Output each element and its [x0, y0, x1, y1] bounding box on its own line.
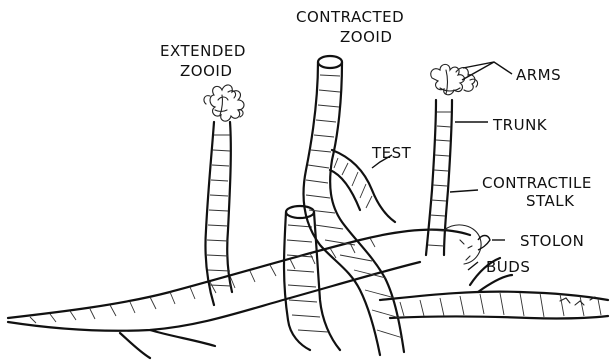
- label-contractile-line1: CONTRACTILE: [482, 174, 592, 192]
- label-contractile-line2: STALK: [526, 192, 575, 210]
- label-buds: BUDS: [486, 258, 530, 276]
- label-arms: ARMS: [516, 66, 561, 84]
- label-extended-zooid-line2: ZOOID: [180, 62, 232, 80]
- contracted-zooid: [304, 56, 404, 355]
- right-zooid: [426, 64, 481, 264]
- label-test: TEST: [371, 144, 412, 162]
- label-stolon: STOLON: [520, 232, 584, 250]
- leader-lines: [372, 62, 512, 270]
- label-extended-zooid-line1: EXTENDED: [160, 42, 246, 60]
- label-contracted-zooid-line2: ZOOID: [340, 28, 392, 46]
- extended-zooid: [204, 85, 244, 305]
- stolon-network: [8, 230, 608, 358]
- label-contracted-zooid-line1: CONTRACTED: [296, 8, 404, 26]
- label-trunk: TRUNK: [492, 116, 548, 134]
